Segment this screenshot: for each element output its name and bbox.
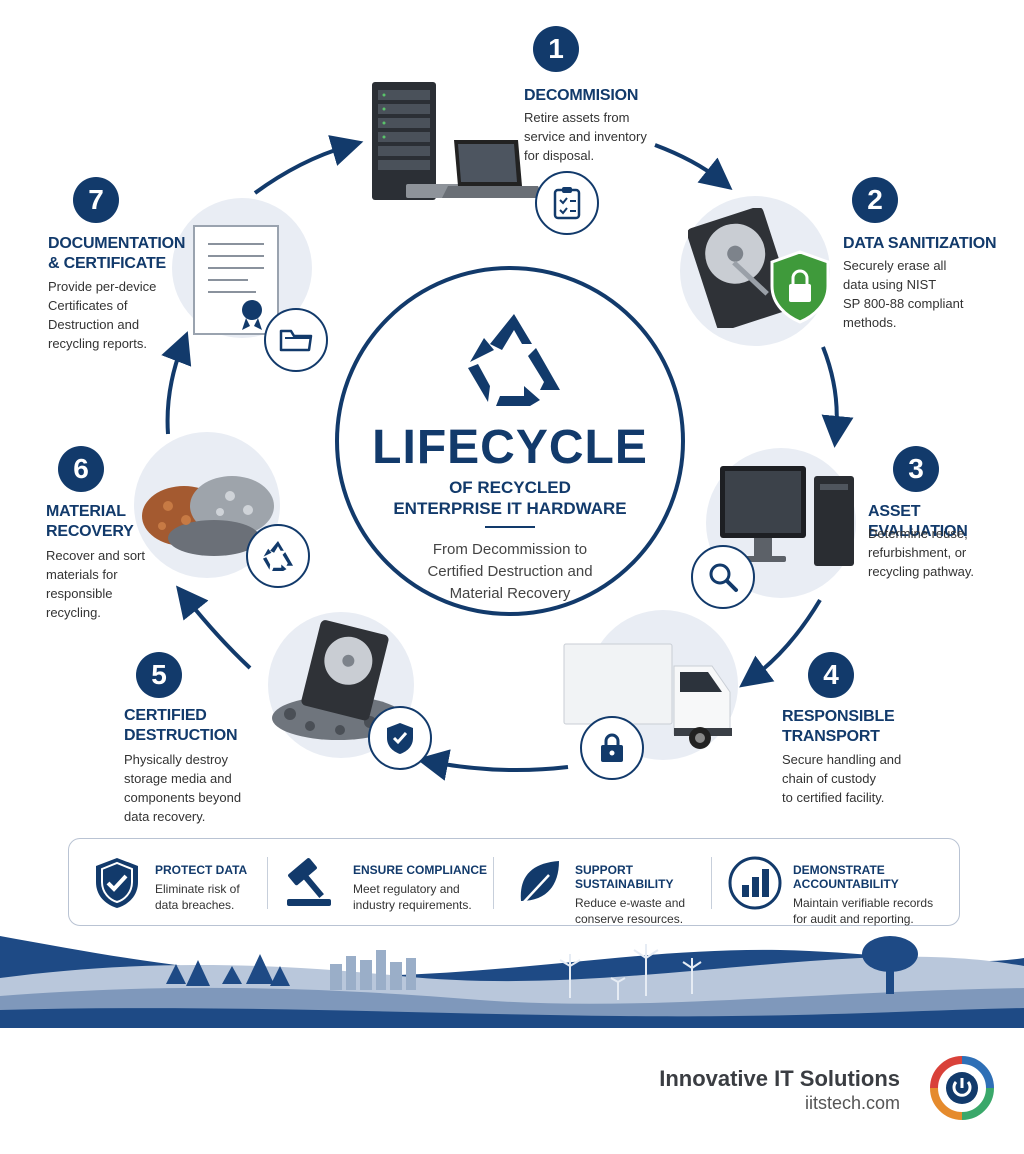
step-4-number: 4 — [808, 652, 854, 698]
center-circle: LIFECYCLE OF RECYCLED ENTERPRISE IT HARD… — [335, 266, 685, 616]
shredded-drives-image — [270, 618, 410, 743]
shield-check-icon — [387, 723, 413, 754]
step-7-number: 7 — [73, 177, 119, 223]
arrow-1-to-2 — [654, 143, 733, 190]
desktop-computer-image — [718, 462, 858, 572]
step-7-icon-badge — [264, 308, 328, 372]
brand-logo-icon — [930, 1056, 994, 1120]
shield-lock-icon — [768, 250, 832, 324]
step-3-icon-badge — [691, 545, 755, 609]
server-laptop-image — [370, 76, 550, 206]
gavel-icon — [287, 858, 331, 906]
truck-image — [562, 636, 734, 756]
benefit-title: ENSURE COMPLIANCE — [353, 863, 488, 877]
clipboard-icon — [553, 187, 581, 220]
hard-drive-image — [686, 206, 798, 332]
arrow-4-to-5 — [416, 749, 569, 781]
wind-turbine-icon — [559, 944, 702, 1000]
bar-chart-icon — [728, 856, 782, 910]
step-1-number: 1 — [533, 26, 579, 72]
step-6-number: 6 — [58, 446, 104, 492]
center-tagline: From Decommission to Certified Destructi… — [427, 541, 593, 602]
center-subtitle: OF RECYCLED ENTERPRISE IT HARDWARE — [393, 478, 627, 518]
recycle-icon — [262, 540, 294, 572]
recovered-materials-image — [140, 460, 280, 560]
benefit-title: DEMONSTRATE ACCOUNTABILITY — [793, 863, 899, 891]
padlock-icon — [601, 733, 623, 762]
benefit-title: SUPPORT SUSTAINABILITY — [575, 863, 674, 891]
arrow-5-to-6 — [176, 585, 252, 670]
shield-check-icon — [96, 858, 138, 908]
step-3-title: ASSET EVALUATION — [868, 503, 968, 540]
center-divider — [485, 526, 535, 528]
oak-tree-icon — [862, 936, 918, 994]
benefit-separator — [493, 857, 494, 909]
step-6-icon-badge — [246, 524, 310, 588]
leaf-icon — [520, 861, 559, 904]
step-7-title: DOCUMENTATION& CERTIFICATE — [48, 235, 186, 272]
brand-site: iitstech.com — [804, 1093, 900, 1113]
benefit-separator — [711, 857, 712, 909]
folder-icon — [279, 329, 313, 352]
step-1-title: DECOMMISION — [524, 87, 639, 104]
tree-icon — [166, 954, 290, 990]
step-3-number: 3 — [893, 446, 939, 492]
magnifier-icon — [709, 563, 738, 592]
arrow-7-to-1 — [253, 135, 364, 195]
arrow-6-to-7 — [161, 331, 192, 435]
step-5-icon-badge — [368, 706, 432, 770]
step-1-icon-badge — [535, 171, 599, 235]
city-skyline-icon — [330, 950, 416, 990]
benefit-title: PROTECT DATA — [155, 863, 248, 877]
step-2-title: DATA SANITIZATION — [843, 235, 997, 252]
arrow-2-to-3 — [821, 346, 854, 448]
center-title: LIFECYCLE — [372, 421, 648, 474]
brand-name: Innovative IT Solutions — [659, 1066, 900, 1091]
step-5-number: 5 — [136, 652, 182, 698]
step-4-icon-badge — [580, 716, 644, 780]
recycle-icon — [468, 314, 560, 406]
landscape-banner — [0, 936, 1024, 1028]
benefit-separator — [267, 857, 268, 909]
certificate-image — [192, 224, 280, 336]
arrow-3-to-4 — [739, 598, 822, 688]
step-2-number: 2 — [852, 177, 898, 223]
